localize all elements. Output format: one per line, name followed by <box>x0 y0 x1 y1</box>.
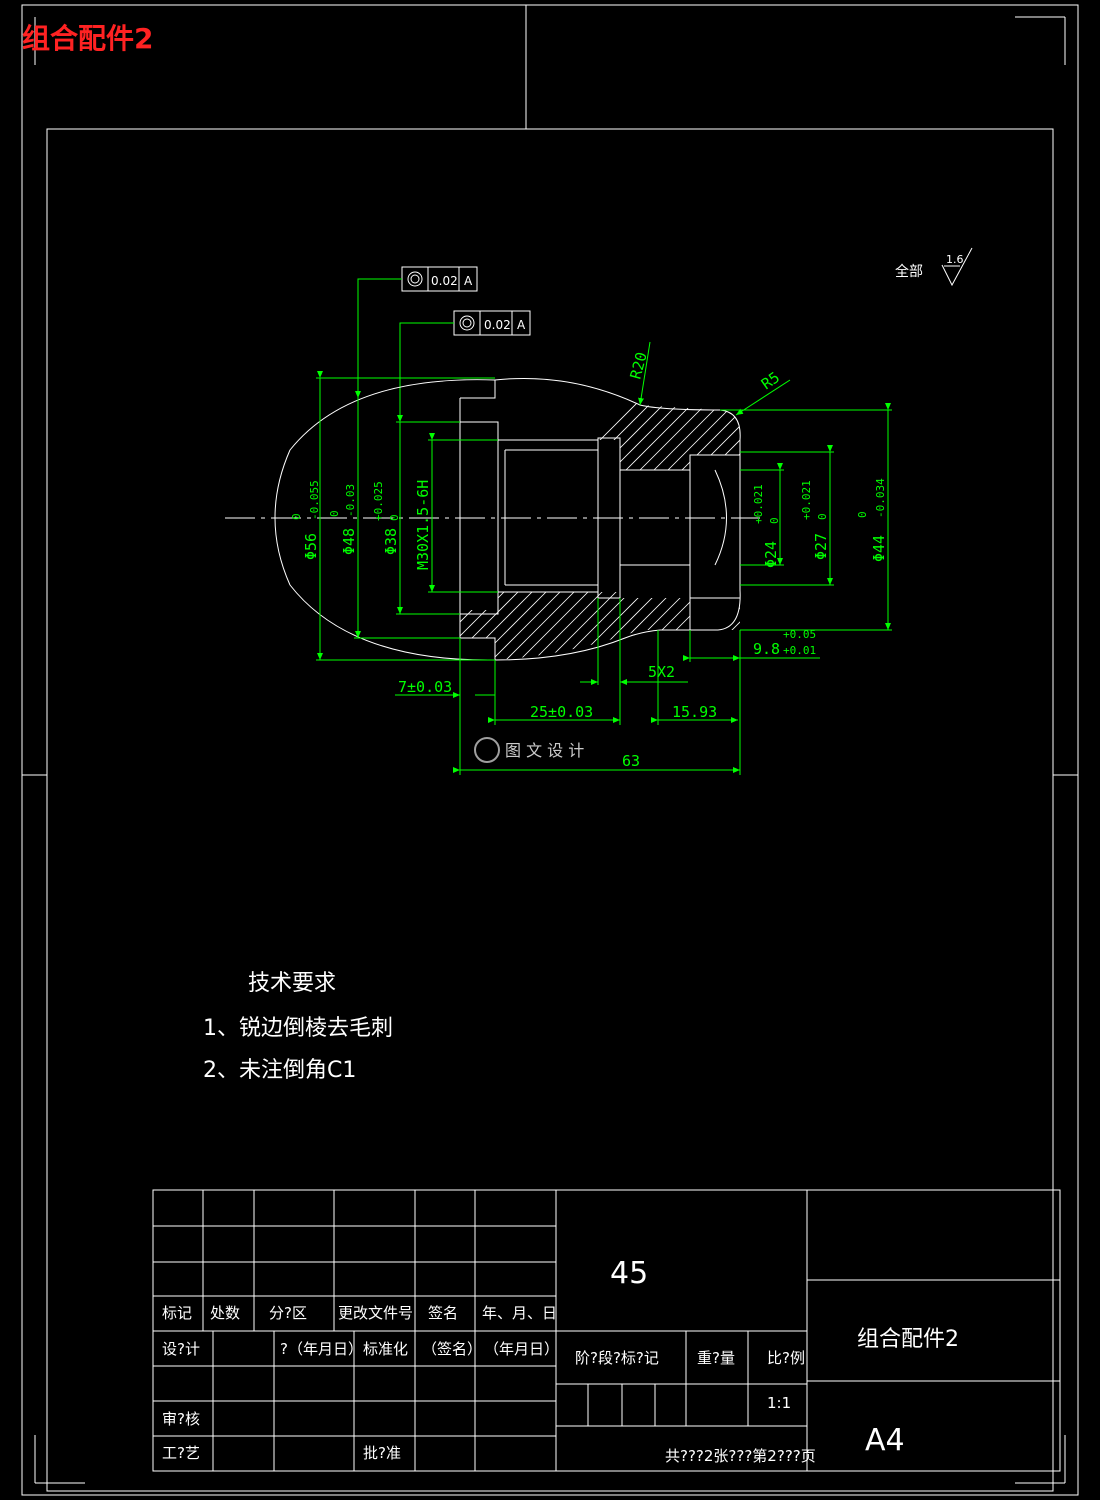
svg-text:Φ24: Φ24 <box>762 541 780 568</box>
svg-text:A: A <box>517 318 526 332</box>
svg-text:0: 0 <box>856 511 869 518</box>
svg-text:重?量: 重?量 <box>697 1349 735 1367</box>
svg-text:R20: R20 <box>626 350 650 381</box>
dimension-lines <box>316 341 892 775</box>
svg-text:（年月日）: （年月日） <box>484 1340 559 1358</box>
svg-text:Φ27: Φ27 <box>812 533 830 560</box>
svg-text:（签名）: （签名） <box>422 1340 482 1358</box>
svg-text:Φ48: Φ48 <box>340 528 358 555</box>
paper-size: A4 <box>865 1423 905 1458</box>
tolerance-frame-2: 0.02 A <box>453 310 531 336</box>
svg-text:7±0.03: 7±0.03 <box>398 678 452 696</box>
tech-req-item-2: 2、未注倒角C1 <box>203 1058 356 1083</box>
svg-text:63: 63 <box>622 752 640 770</box>
tolerance-frame-1: 0.02 A <box>401 266 478 292</box>
svg-text:0: 0 <box>816 513 829 520</box>
svg-text:标记: 标记 <box>162 1304 192 1322</box>
material: 45 <box>610 1256 648 1291</box>
svg-text:0.02: 0.02 <box>484 318 511 332</box>
svg-text:分?区: 分?区 <box>269 1304 307 1322</box>
dimension-texts: Φ56 0 -0.055 Φ48 0 -0.03 Φ38 +0.025 0 M3… <box>290 350 888 770</box>
svg-text:A: A <box>464 274 473 288</box>
svg-text:25±0.03: 25±0.03 <box>530 703 593 721</box>
scale-value: 1:1 <box>767 1394 791 1412</box>
svg-text:处数: 处数 <box>210 1304 240 1322</box>
svg-text:+0.01: +0.01 <box>783 644 816 657</box>
svg-text:年、月、日: 年、月、日 <box>482 1304 557 1322</box>
svg-text:签名: 签名 <box>428 1304 458 1322</box>
svg-text:标准化: 标准化 <box>363 1340 408 1358</box>
outer-border <box>21 4 1079 1496</box>
svg-text:更改文件号: 更改文件号 <box>338 1304 413 1322</box>
watermark: 图 文 设 计 <box>474 737 584 763</box>
svg-text:比?例: 比?例 <box>767 1349 805 1367</box>
roughness-label: 全部 <box>895 263 923 280</box>
svg-text:R5: R5 <box>758 368 783 393</box>
svg-text:工?艺: 工?艺 <box>162 1444 200 1462</box>
inner-border <box>46 128 1054 1492</box>
svg-text:M30X1.5-6H: M30X1.5-6H <box>414 480 432 570</box>
roughness-symbol: 1.6 <box>941 247 973 287</box>
svg-text:阶?段?标?记: 阶?段?标?记 <box>575 1349 659 1367</box>
svg-text:共???2张???第2???页: 共???2张???第2???页 <box>665 1447 816 1465</box>
svg-text:+0.025: +0.025 <box>372 481 385 521</box>
svg-text:Φ44: Φ44 <box>870 535 888 562</box>
svg-text:审?核: 审?核 <box>162 1410 200 1428</box>
red-title: 组合配件2 <box>22 22 153 55</box>
tech-req-heading: 技术要求 <box>248 971 336 996</box>
svg-text:0: 0 <box>388 514 401 521</box>
svg-text:+0.05: +0.05 <box>783 628 816 641</box>
svg-text:1.6: 1.6 <box>946 253 964 266</box>
svg-text:Φ56: Φ56 <box>302 533 320 560</box>
svg-text:0: 0 <box>768 517 781 524</box>
part-name: 组合配件2 <box>857 1327 959 1352</box>
svg-text:设?计: 设?计 <box>162 1340 200 1358</box>
svg-text:0.02: 0.02 <box>431 274 458 288</box>
title-block: 标记 处数 分?区 更改文件号 签名 年、月、日 设?计 ?（年月日） 标准化 … <box>152 1189 1061 1472</box>
svg-text:?（年月日）: ?（年月日） <box>280 1340 363 1358</box>
svg-text:9.8: 9.8 <box>753 640 780 658</box>
tech-req-item-1: 1、锐边倒棱去毛刺 <box>203 1016 393 1041</box>
svg-text:+0.021: +0.021 <box>800 480 813 520</box>
svg-text:+0.021: +0.021 <box>752 484 765 524</box>
svg-text:0: 0 <box>328 510 341 517</box>
technical-requirements: 技术要求 1、锐边倒棱去毛刺 2、未注倒角C1 <box>203 971 393 1083</box>
svg-text:图 文 设 计: 图 文 设 计 <box>505 741 584 760</box>
svg-text:5X2: 5X2 <box>648 663 675 681</box>
svg-text:-0.034: -0.034 <box>874 478 887 518</box>
svg-text:15.93: 15.93 <box>672 703 717 721</box>
svg-text:-0.055: -0.055 <box>308 480 321 520</box>
svg-text:0: 0 <box>290 513 303 520</box>
svg-text:批?准: 批?准 <box>363 1444 401 1462</box>
svg-text:Φ38: Φ38 <box>382 528 400 555</box>
svg-text:-0.03: -0.03 <box>344 484 357 517</box>
